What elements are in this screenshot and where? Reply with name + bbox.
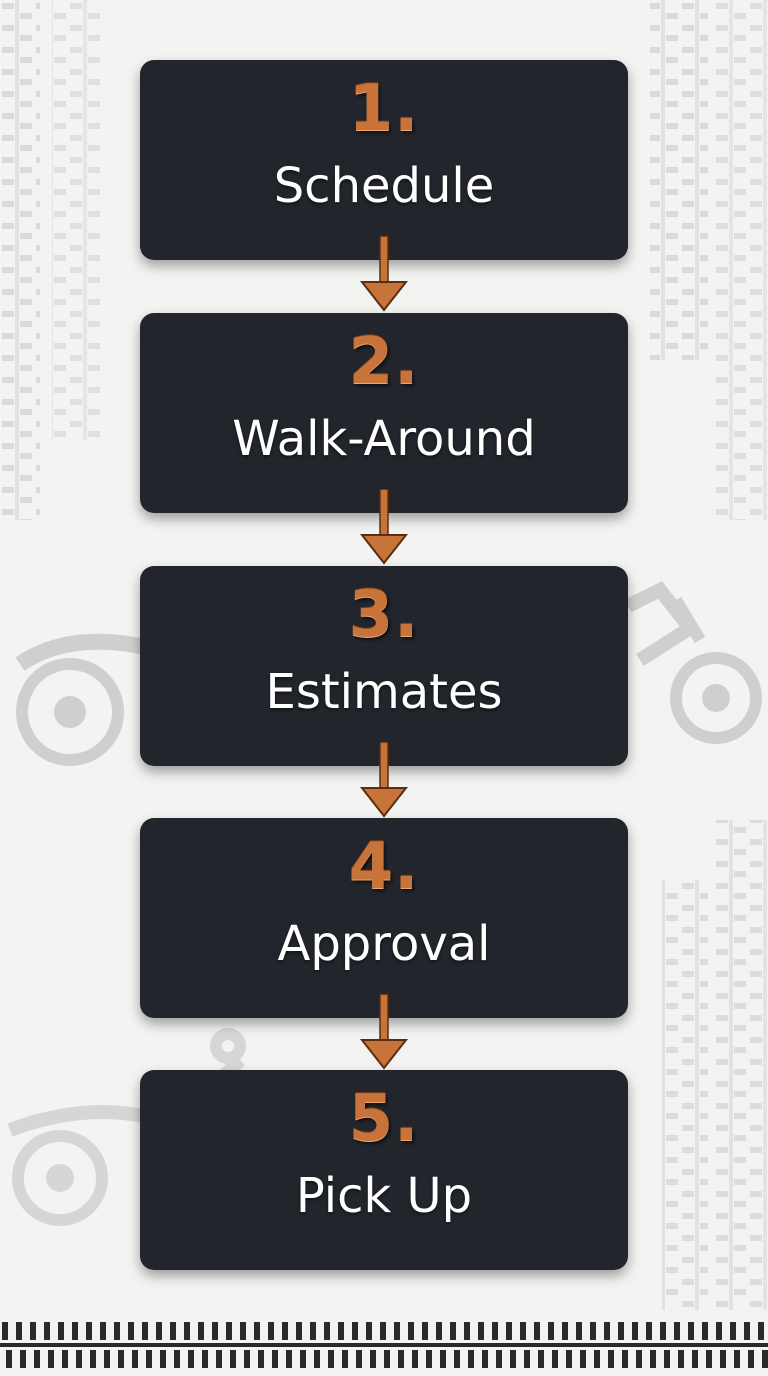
motorcycle-icon bbox=[624, 581, 762, 744]
step-label: Estimates bbox=[265, 664, 503, 720]
down-arrow-icon bbox=[359, 994, 409, 1070]
down-arrow-icon bbox=[359, 236, 409, 312]
tire-tread-icon bbox=[0, 1318, 768, 1376]
step-card-approval: 4. Approval bbox=[140, 818, 628, 1018]
step-number: 2. bbox=[348, 325, 420, 399]
step-label: Walk-Around bbox=[232, 411, 536, 467]
step-card-pick-up: 5. Pick Up bbox=[140, 1070, 628, 1270]
step-card-walk-around: 2. Walk-Around bbox=[140, 313, 628, 513]
motorcycle-icon bbox=[15, 633, 152, 766]
step-number: 5. bbox=[348, 1082, 420, 1156]
step-number: 1. bbox=[348, 72, 420, 146]
step-card-schedule: 1. Schedule bbox=[140, 60, 628, 260]
step-number: 3. bbox=[348, 578, 420, 652]
tire-tread-icon bbox=[650, 0, 768, 520]
tire-tread-icon bbox=[662, 820, 768, 1310]
step-number: 4. bbox=[348, 830, 420, 904]
step-label: Pick Up bbox=[295, 1168, 473, 1224]
step-card-estimates: 3. Estimates bbox=[140, 566, 628, 766]
tire-tread-icon bbox=[0, 0, 104, 520]
step-label: Approval bbox=[277, 916, 491, 972]
down-arrow-icon bbox=[359, 489, 409, 565]
down-arrow-icon bbox=[359, 742, 409, 818]
step-label: Schedule bbox=[273, 158, 495, 214]
